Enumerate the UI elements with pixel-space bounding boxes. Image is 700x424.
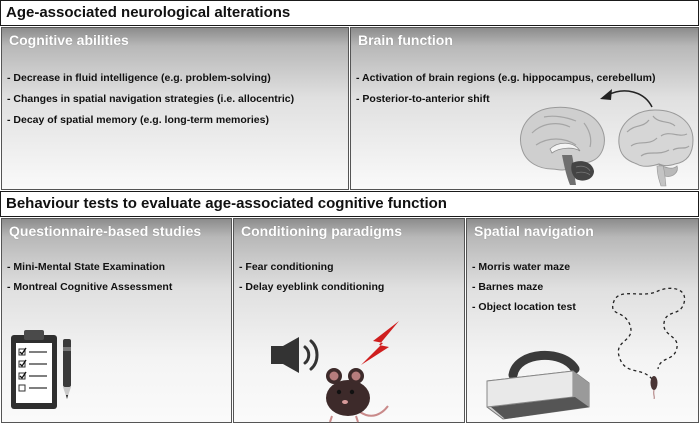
vr-headset-icon [486, 351, 590, 420]
mouse-icon [326, 368, 389, 423]
list-item: - Changes in spatial navigation strategi… [7, 93, 295, 105]
list-item: - Barnes maze [472, 281, 544, 293]
section-header-behaviour: Behaviour tests to evaluate age-associat… [0, 191, 699, 217]
panel-title-spatial: Spatial navigation [474, 223, 594, 239]
brain-list: - Activation of brain regions (e.g. hipp… [356, 72, 656, 105]
brain-sagittal-icon [520, 106, 605, 185]
conditioning-list: - Fear conditioning - Delay eyeblink con… [239, 261, 384, 293]
list-item: - Object location test [472, 301, 576, 313]
panel-title-brain: Brain function [358, 32, 453, 48]
panel-questionnaire: Questionnaire-based studies - Mini-Menta… [1, 218, 232, 423]
list-item: - Mini-Mental State Examination [7, 261, 166, 273]
list-item: - Morris water maze [472, 261, 571, 273]
list-item: - Decrease in fluid intelligence (e.g. p… [7, 72, 271, 84]
list-item: - Delay eyeblink conditioning [239, 281, 385, 293]
list-item: - Fear conditioning [239, 261, 334, 273]
speaker-icon [271, 337, 319, 373]
panel-cognitive-abilities: Cognitive abilities - Decrease in fluid … [1, 27, 349, 190]
clipboard-icon [11, 330, 57, 409]
shift-arrow-icon [600, 89, 653, 108]
panel-conditioning: Conditioning paradigms - Fear conditioni… [233, 218, 465, 423]
panel-title-questionnaire: Questionnaire-based studies [9, 223, 202, 239]
lightning-icon [361, 321, 399, 365]
panel-title-conditioning: Conditioning paradigms [241, 223, 402, 239]
cognitive-list: - Decrease in fluid intelligence (e.g. p… [7, 72, 294, 126]
panel-title-cognitive: Cognitive abilities [9, 32, 129, 48]
spatial-list: - Morris water maze - Barnes maze - Obje… [472, 261, 576, 313]
pen-icon [63, 339, 71, 399]
section-title-behaviour: Behaviour tests to evaluate age-associat… [6, 195, 447, 212]
panel-spatial-navigation: Spatial navigation - Morris water maze -… [466, 218, 699, 423]
section-title-neurological: Age-associated neurological alterations [6, 4, 291, 21]
maze-path-icon [612, 287, 686, 399]
questionnaire-list: - Mini-Mental State Examination - Montre… [7, 261, 172, 293]
list-item: - Activation of brain regions (e.g. hipp… [356, 72, 656, 84]
section-header-neurological: Age-associated neurological alterations [0, 0, 699, 26]
list-item: - Posterior-to-anterior shift [356, 93, 490, 105]
brain-lateral-icon [618, 109, 694, 187]
list-item: - Decay of spatial memory (e.g. long-ter… [7, 114, 269, 126]
list-item: - Montreal Cognitive Assessment [7, 281, 173, 293]
panel-brain-function: Brain function - Activation of brain reg… [350, 27, 699, 190]
